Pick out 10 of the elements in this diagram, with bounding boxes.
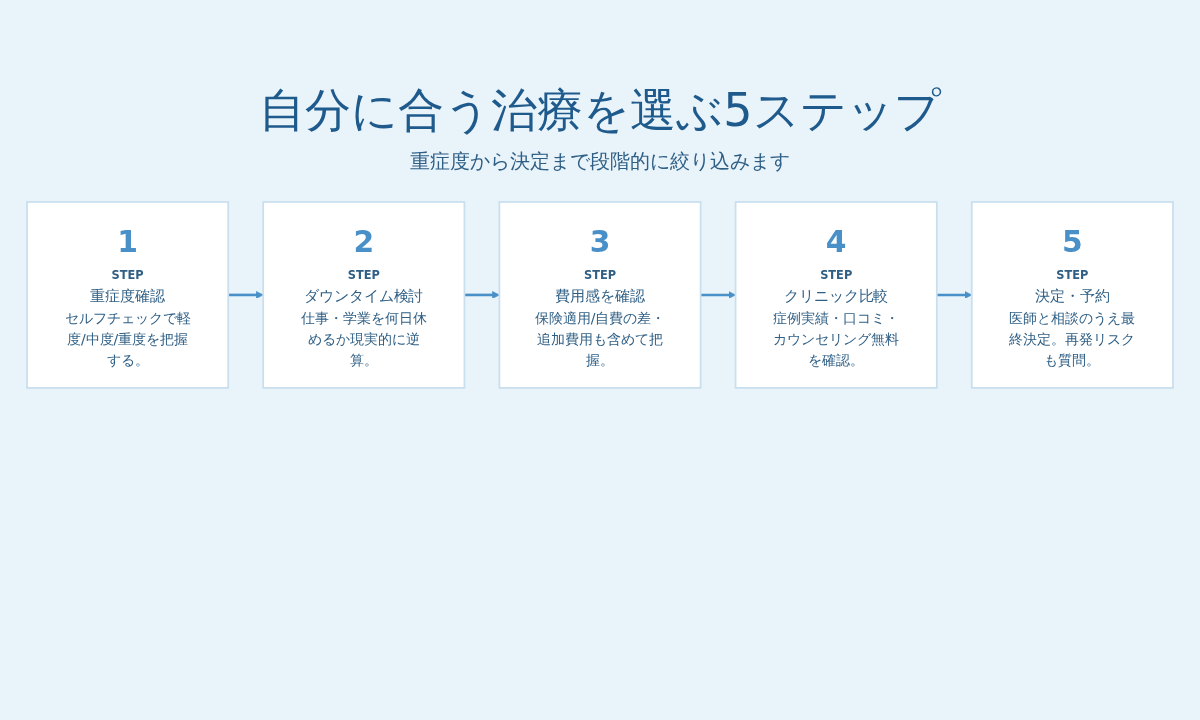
node-box: 1 STEP 重症度確認 セルフチェックで軽度/中度/重度を把握する。 bbox=[26, 201, 230, 389]
arrow bbox=[700, 291, 736, 299]
node-box: 4 STEP クリニック比較 症例実績・口コミ・カウンセリング無料を確認。 bbox=[734, 201, 938, 389]
arrow bbox=[464, 291, 500, 299]
title: 自分に合う治療を選ぶ5ステップ bbox=[259, 82, 941, 139]
subtitle: 重症度から決定まで段階的に絞り込みます bbox=[410, 148, 790, 175]
node-box: 2 STEP ダウンタイム検討 仕事・学業を何日休めるか現実的に逆算。 bbox=[262, 201, 466, 389]
node-box: 5 STEP 決定・予約 医師と相談のうえ最終決定。再発リスクも質問。 bbox=[970, 201, 1174, 389]
node-box: 3 STEP 費用感を確認 保険適用/自費の差・追加費用も含めて把握。 bbox=[498, 201, 702, 389]
arrow bbox=[228, 291, 264, 299]
